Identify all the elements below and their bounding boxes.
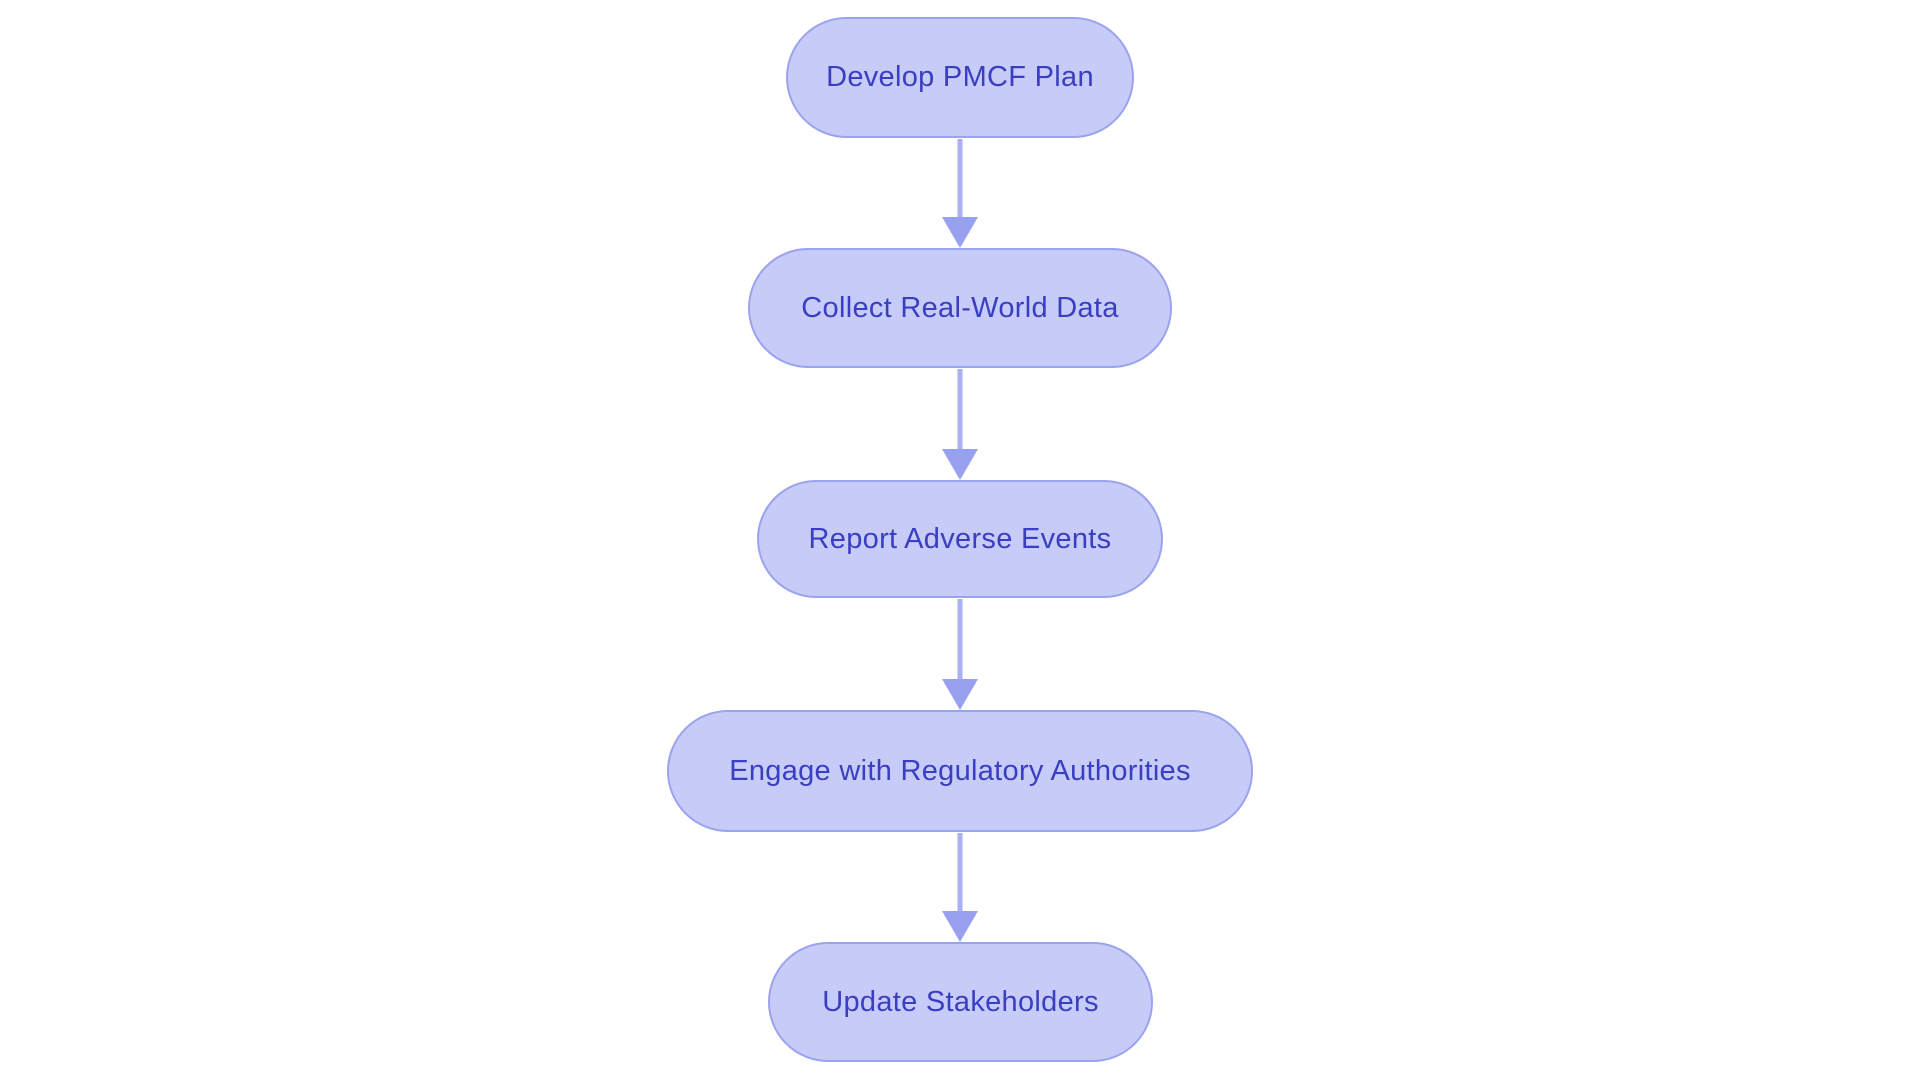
flow-arrow-4	[942, 833, 978, 942]
arrow-head-icon	[942, 449, 978, 480]
arrow-head-icon	[942, 679, 978, 710]
arrow-shaft	[957, 139, 963, 224]
flowchart-node-engage-with-regulatory-authorities: Engage with Regulatory Authorities	[667, 710, 1253, 832]
flowchart-node-collect-real-world-data: Collect Real-World Data	[748, 248, 1172, 368]
node-label: Develop PMCF Plan	[826, 61, 1094, 93]
flowchart-node-report-adverse-events: Report Adverse Events	[757, 480, 1163, 598]
flowchart-node-update-stakeholders: Update Stakeholders	[768, 942, 1153, 1062]
arrow-shaft	[957, 369, 963, 456]
arrow-shaft	[957, 833, 963, 918]
flow-arrow-2	[942, 369, 978, 480]
flow-arrow-3	[942, 599, 978, 710]
flowchart-node-develop-pmcf-plan: Develop PMCF Plan	[786, 17, 1134, 138]
node-label: Engage with Regulatory Authorities	[729, 754, 1191, 787]
arrow-shaft	[957, 599, 963, 686]
arrow-head-icon	[942, 217, 978, 248]
arrow-head-icon	[942, 911, 978, 942]
node-label: Update Stakeholders	[822, 985, 1099, 1018]
node-label: Report Adverse Events	[808, 522, 1112, 555]
flow-arrow-1	[942, 139, 978, 248]
node-label: Collect Real-World Data	[801, 291, 1119, 324]
